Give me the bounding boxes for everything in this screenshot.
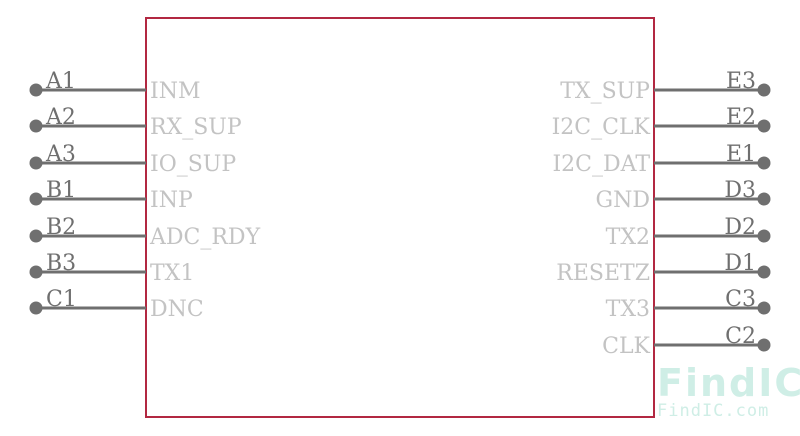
pin-terminal-dot <box>29 301 43 315</box>
pin-name: I2C_DAT <box>552 152 650 177</box>
left-pin-b2: B2 ADC_RDY <box>29 215 261 250</box>
component-body <box>145 17 655 418</box>
pin-number: C3 <box>725 287 756 312</box>
pins: A1 INM A2 RX_SUP A3 IO_SUP B1 INP B2 ADC_RDY B3 TX1… <box>29 69 771 359</box>
right-pin-d1: D1 RESETZ <box>556 251 771 286</box>
pin-terminal-dot <box>757 156 771 170</box>
findic-watermark: FindIC FindIC.com <box>657 361 800 421</box>
pin-name: CLK <box>602 334 650 359</box>
pin-number: C1 <box>46 287 77 312</box>
pin-name: RX_SUP <box>150 115 242 140</box>
pin-number: E3 <box>726 69 756 94</box>
pin-terminal-dot <box>757 301 771 315</box>
pin-terminal-dot <box>29 83 43 97</box>
pin-name: TX2 <box>606 225 650 250</box>
pin-name: RESETZ <box>556 261 650 286</box>
pin-terminal-dot <box>29 229 43 243</box>
left-pin-c1: C1 DNC <box>29 287 204 322</box>
pin-terminal-dot <box>757 192 771 206</box>
right-pin-e1: E1 I2C_DAT <box>552 142 771 177</box>
pin-name: IO_SUP <box>150 152 236 177</box>
pin-name: TX_SUP <box>560 79 650 104</box>
pin-number: D2 <box>724 215 756 240</box>
left-pin-b1: B1 INP <box>29 178 193 213</box>
pin-terminal-dot <box>757 265 771 279</box>
pin-terminal-dot <box>757 338 771 352</box>
watermark-url: FindIC.com <box>657 401 769 421</box>
pin-number: E2 <box>726 105 756 130</box>
left-pin-b3: B3 TX1 <box>29 251 194 286</box>
pin-number: A3 <box>45 142 76 167</box>
pin-number: B3 <box>46 251 76 276</box>
pin-number: A1 <box>45 69 76 94</box>
left-pin-a3: A3 IO_SUP <box>29 142 236 177</box>
left-pin-a2: A2 RX_SUP <box>29 105 242 140</box>
pin-number: C2 <box>725 324 756 349</box>
pin-name: TX1 <box>150 261 194 286</box>
pin-name: I2C_CLK <box>552 115 651 140</box>
right-pin-c3: C3 TX3 <box>606 287 771 322</box>
right-pin-e3: E3 TX_SUP <box>560 69 771 104</box>
pin-name: GND <box>596 188 650 213</box>
right-pin-c2: C2 CLK <box>602 324 771 359</box>
pin-name: TX3 <box>606 297 650 322</box>
right-pin-d2: D2 TX2 <box>606 215 771 250</box>
pin-number: A2 <box>45 105 76 130</box>
pin-number: B1 <box>46 178 76 203</box>
pin-terminal-dot <box>757 119 771 133</box>
right-pin-e2: E2 I2C_CLK <box>552 105 771 140</box>
watermark-logo: FindIC <box>657 361 800 405</box>
pin-name: INP <box>150 188 193 213</box>
pin-name: DNC <box>150 297 204 322</box>
right-pin-d3: D3 GND <box>596 178 771 213</box>
pin-terminal-dot <box>29 265 43 279</box>
pin-name: ADC_RDY <box>149 225 261 250</box>
left-pin-a1: A1 INM <box>29 69 200 104</box>
pin-number: D1 <box>724 251 756 276</box>
pin-terminal-dot <box>757 229 771 243</box>
pin-terminal-dot <box>29 156 43 170</box>
pin-number: D3 <box>724 178 756 203</box>
pin-number: B2 <box>46 215 76 240</box>
pin-terminal-dot <box>29 119 43 133</box>
pin-terminal-dot <box>757 83 771 97</box>
pin-name: INM <box>150 79 200 104</box>
pin-terminal-dot <box>29 192 43 206</box>
pin-number: E1 <box>726 142 756 167</box>
